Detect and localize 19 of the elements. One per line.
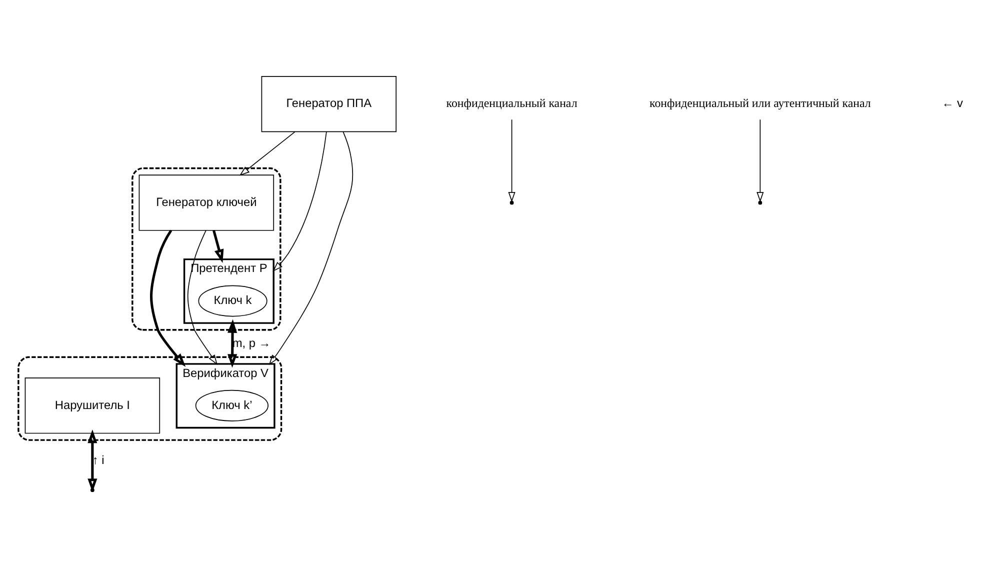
- arrow: [150, 229, 186, 366]
- node-box: Нарушитель I: [24, 377, 160, 434]
- arrow: [212, 230, 224, 263]
- arrow: [756, 118, 764, 202]
- node-text: конфиденциальный канал: [446, 96, 578, 110]
- edge-label: ↑ i: [92, 452, 104, 467]
- arrow: [239, 130, 296, 176]
- node-ellipse: Ключ k’: [195, 389, 268, 421]
- node-ellipse: Ключ k: [198, 284, 268, 316]
- arrow: [228, 318, 238, 368]
- node-box: Генератор ППА: [261, 75, 397, 132]
- arrow: [268, 131, 354, 364]
- arrow: [508, 118, 516, 202]
- cluster: [18, 356, 282, 440]
- node-box: Генератор ключей: [138, 174, 274, 230]
- node-text: конфиденциальный или аутентичный канал: [650, 96, 871, 110]
- arrow: [187, 230, 218, 364]
- arrow: [272, 130, 327, 272]
- label: ← v: [942, 96, 963, 110]
